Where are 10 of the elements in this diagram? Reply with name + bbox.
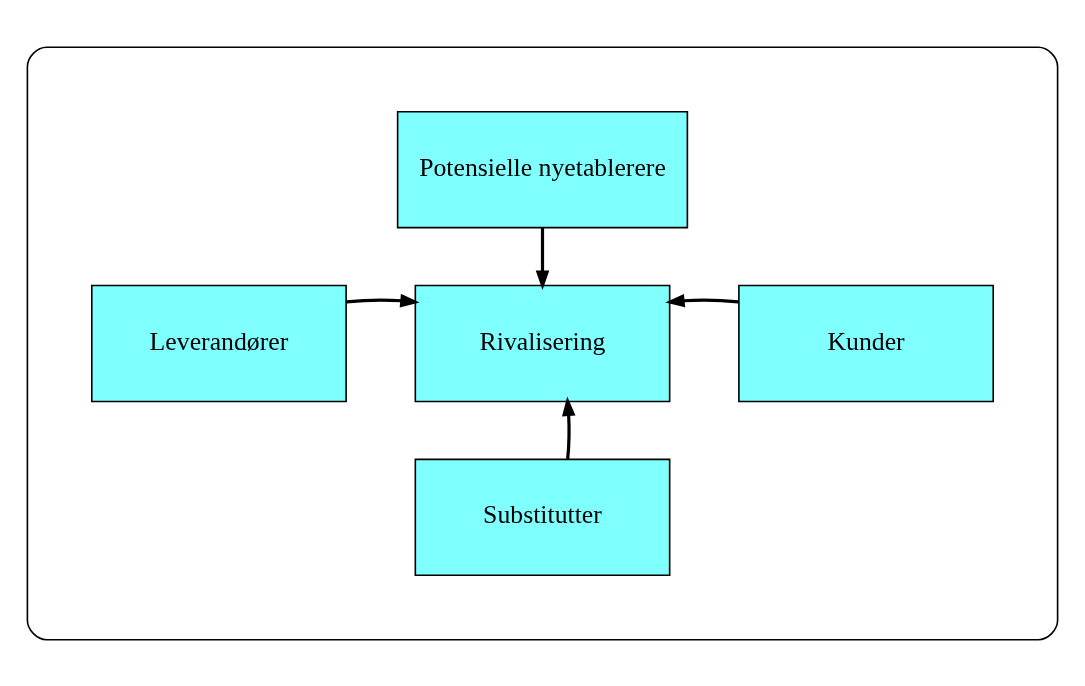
node-box: Kunder	[738, 284, 994, 402]
arrow	[535, 227, 550, 290]
arrow	[562, 396, 576, 459]
arrow	[665, 293, 739, 307]
arrow	[346, 293, 420, 307]
cluster	[26, 46, 1059, 640]
node-box: Leverandører	[91, 284, 347, 402]
node-box: Rivalisering	[414, 284, 671, 402]
node-box: Substitutter	[414, 458, 671, 576]
node-box: Potensielle nyetablerere	[396, 110, 689, 228]
